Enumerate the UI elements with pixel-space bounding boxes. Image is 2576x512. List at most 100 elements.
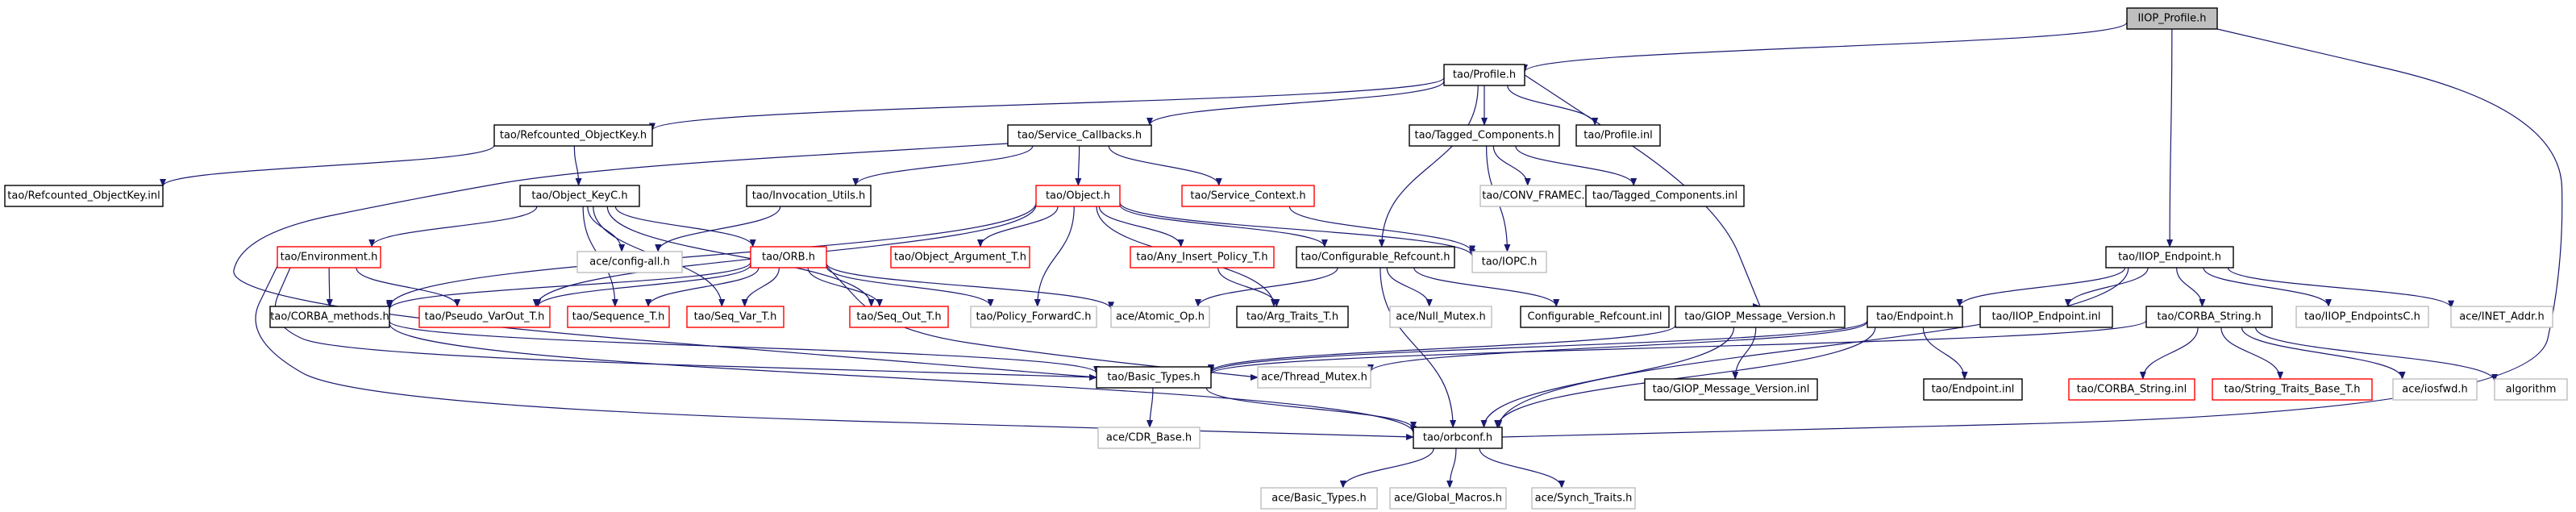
node-label: tao/Refcounted_ObjectKey.h — [500, 130, 647, 142]
edge-giop_msg_version-to-basic_types — [1208, 324, 1676, 373]
node-box — [686, 306, 784, 328]
node-box — [1520, 306, 1670, 328]
edge-corba_methods-to-orbconf — [389, 323, 1417, 435]
edge-service_callbacks-to-basic_types — [233, 143, 1097, 381]
node-box — [890, 246, 1030, 268]
edge-service_callbacks-to-invocation_utils — [852, 145, 1034, 186]
node-label: tao/Endpoint.inl — [1932, 384, 2015, 396]
edge-orb-to-seq_var — [741, 267, 780, 307]
node-corba-string[interactable]: tao/CORBA_String.h — [2145, 306, 2273, 328]
node-label: tao/Tagged_Components.h — [1414, 130, 1554, 142]
node-box — [2450, 306, 2553, 328]
node-box — [1531, 487, 1636, 510]
edge-object-to-configurable_refcount — [1119, 204, 1328, 248]
edge-service_context-to-iopc — [1288, 206, 1475, 254]
edge-orbconf-to-synch_traits — [1479, 447, 1565, 489]
node-pseudo-varout[interactable]: tao/Pseudo_VarOut_T.h — [418, 306, 551, 328]
node-box — [2126, 7, 2218, 30]
node-iopc: tao/IOPC.h — [1471, 251, 1547, 273]
node-object-argument[interactable]: tao/Object_Argument_T.h — [890, 246, 1030, 268]
node-arg-traits[interactable]: tao/Arg_Traits_T.h — [1236, 306, 1349, 328]
node-box — [567, 306, 670, 328]
node-corba-methods[interactable]: tao/CORBA_methods.h — [269, 306, 390, 328]
node-label: tao/CORBA_String.inl — [2077, 384, 2187, 396]
edge-endpoint-to-orbconf — [1494, 327, 1876, 428]
node-box — [746, 185, 872, 207]
node-label: ace/Synch_Traits.h — [1535, 493, 1633, 505]
node-box — [970, 306, 1097, 328]
node-orbconf[interactable]: tao/orbconf.h — [1413, 427, 1503, 449]
edge-any_insert-to-arg_traits — [1217, 267, 1280, 307]
node-basic-types[interactable]: tao/Basic_Types.h — [1096, 366, 1212, 389]
node-tagged-components[interactable]: tao/Tagged_Components.h — [1409, 124, 1560, 147]
node-label: ace/CDR_Base.h — [1106, 432, 1192, 444]
node-configurable-refcount-inl[interactable]: Configurable_Refcount.inl — [1520, 306, 1670, 328]
node-object-keyc[interactable]: tao/Object_KeyC.h — [519, 185, 640, 207]
edge-corba_string-to-string_traits — [2220, 327, 2284, 380]
node-seq-var[interactable]: tao/Seq_Var_T.h — [686, 306, 784, 328]
node-box — [277, 246, 381, 268]
node-service-context[interactable]: tao/Service_Context.h — [1181, 185, 1315, 207]
edge-object_keyc-to-environment — [368, 206, 538, 248]
node-giop-msg-version-inl[interactable]: tao/GIOP_Message_Version.inl — [1644, 378, 1818, 401]
node-profile[interactable]: tao/Profile.h — [1443, 64, 1525, 86]
node-box — [1644, 378, 1818, 401]
edge-iiop_endpoint-to-iiop_endpointsc — [2203, 267, 2332, 307]
node-box — [1413, 427, 1503, 449]
edge-configurable_refcount-to-configurable_refcount_inl — [1413, 267, 1560, 307]
node-label: ace/Basic_Types.h — [1271, 493, 1366, 505]
node-label: ace/config-all.h — [589, 256, 670, 268]
node-label: tao/Object_Argument_T.h — [894, 252, 1026, 264]
node-corba-string-inl[interactable]: tao/CORBA_String.inl — [2068, 378, 2195, 401]
node-label: ace/Thread_Mutex.h — [1261, 372, 1367, 384]
node-tagged-components-inl[interactable]: tao/Tagged_Components.inl — [1585, 185, 1745, 207]
node-configurable-refcount[interactable]: tao/Configurable_Refcount.h — [1296, 246, 1455, 268]
node-box — [1007, 124, 1152, 147]
node-endpoint[interactable]: tao/Endpoint.h — [1866, 306, 1963, 328]
edge-profile-to-giop_msg_version — [1522, 74, 1761, 307]
node-service-callbacks[interactable]: tao/Service_Callbacks.h — [1007, 124, 1152, 147]
node-refcounted-objkey-inl[interactable]: tao/Refcounted_ObjectKey.inl — [4, 185, 164, 207]
node-config-all: ace/config-all.h — [576, 251, 683, 273]
node-endpoint-inl[interactable]: tao/Endpoint.inl — [1923, 378, 2023, 401]
node-seq-out[interactable]: tao/Seq_Out_T.h — [849, 306, 949, 328]
edge-object_keyc-to-seq_out — [606, 206, 875, 307]
node-label: tao/Tagged_Components.inl — [1592, 190, 1737, 202]
node-policy-forwardc: tao/Policy_ForwardC.h — [970, 306, 1097, 328]
node-iiop-endpoint[interactable]: tao/IIOP_Endpoint.h — [2105, 246, 2234, 268]
node-giop-msg-version[interactable]: tao/GIOP_Message_Version.h — [1675, 306, 1846, 328]
node-label: tao/String_Traits_Base_T.h — [2224, 384, 2361, 396]
edge-object-to-object_argument — [977, 206, 1059, 248]
node-orb[interactable]: tao/ORB.h — [750, 246, 827, 268]
node-refcounted-objkey[interactable]: tao/Refcounted_ObjectKey.h — [493, 124, 653, 147]
edge-iiop_endpoint-to-corba_string — [2176, 267, 2206, 307]
node-box — [2392, 378, 2478, 401]
node-box — [1443, 64, 1525, 86]
edge-profile-to-refcounted_objkey — [649, 77, 1445, 131]
node-iosfwd: ace/iosfwd.h — [2392, 378, 2478, 401]
node-box — [418, 306, 551, 328]
edge-iiop_profile-to-iiop_endpoint — [2166, 28, 2174, 248]
node-null-mutex: ace/Null_Mutex.h — [1389, 306, 1492, 328]
node-box — [1097, 427, 1201, 449]
node-any-insert[interactable]: tao/Any_Insert_Policy_T.h — [1130, 246, 1275, 268]
node-box — [1675, 306, 1846, 328]
node-profile-inl[interactable]: tao/Profile.inl — [1575, 124, 1661, 147]
node-box — [1471, 251, 1547, 273]
node-invocation-utils[interactable]: tao/Invocation_Utils.h — [746, 185, 872, 207]
node-cdr-base: ace/CDR_Base.h — [1097, 427, 1201, 449]
node-iiop-endpoint-inl[interactable]: tao/IIOP_Endpoint.inl — [1979, 306, 2113, 328]
node-box — [1585, 185, 1745, 207]
edge-profile-to-configurable_refcount — [1378, 85, 1479, 248]
edge-endpoint-to-endpoint_inl — [1922, 327, 1968, 380]
node-label: tao/IIOP_Endpoint.h — [2118, 252, 2221, 264]
node-sequence[interactable]: tao/Sequence_T.h — [567, 306, 670, 328]
edge-object-to-any_insert — [1098, 206, 1184, 248]
node-string-traits[interactable]: tao/String_Traits_Base_T.h — [2212, 378, 2373, 401]
edge-object-to-policy_forwardc — [1034, 206, 1075, 307]
node-iiop-profile[interactable]: IIOP_Profile.h — [2126, 7, 2218, 30]
node-label: tao/IOPC.h — [1482, 256, 1538, 268]
edge-corba_methods-to-basic_types — [389, 320, 1100, 374]
node-object[interactable]: tao/Object.h — [1035, 185, 1121, 207]
node-environment[interactable]: tao/Environment.h — [277, 246, 381, 268]
